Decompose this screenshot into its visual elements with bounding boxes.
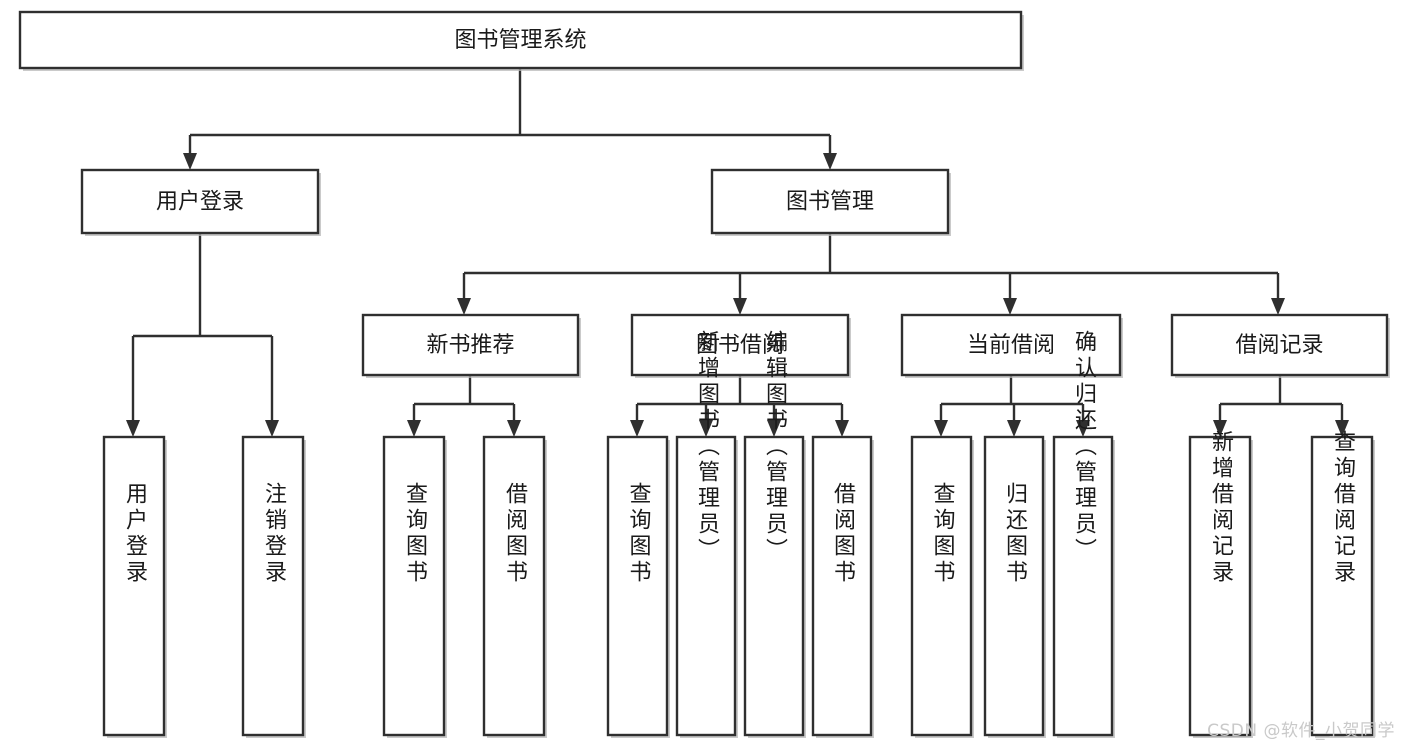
arrow-head-icon	[126, 420, 140, 437]
connector-book-borrow-to-leaves	[630, 375, 849, 437]
arrow-head-icon	[733, 298, 747, 315]
node-box-leaf-confirm-return[interactable]	[1052, 435, 1114, 737]
connector-borrow-record-to-leaves	[1213, 375, 1349, 437]
arrow-head-icon	[457, 298, 471, 315]
node-box-leaf-return-book[interactable]	[983, 435, 1045, 737]
node-box-book-borrow[interactable]	[630, 313, 850, 377]
arrow-head-icon	[183, 153, 197, 170]
node-leaf-borrow-book[interactable]: 借阅图书	[811, 435, 874, 738]
node-box-leaf-add-borrow-record[interactable]	[1188, 435, 1252, 737]
node-label-leaf-user-logout: 注销登录	[261, 482, 287, 586]
arrow-head-icon	[1271, 298, 1285, 315]
node-leaf-query-book-rec[interactable]: 查询图书	[382, 435, 447, 738]
arrow-head-icon	[1335, 420, 1349, 437]
node-book-borrow[interactable]: 图书借阅	[630, 313, 851, 378]
node-current-borrow[interactable]: 当前借阅	[900, 313, 1123, 378]
node-leaf-query-book-current[interactable]: 查询图书	[910, 435, 974, 738]
node-label-leaf-query-book-rec: 查询图书	[402, 482, 428, 586]
arrow-head-icon	[699, 420, 713, 437]
node-label-leaf-borrow-book: 借阅图书	[830, 482, 856, 586]
node-root[interactable]: 图书管理系统	[18, 10, 1024, 71]
node-leaf-borrow-book-rec[interactable]: 借阅图书	[482, 435, 547, 738]
node-label-leaf-query-borrow-record: 查询借阅记录	[1330, 430, 1356, 586]
node-label-user-login: 用户登录	[156, 190, 244, 215]
node-leaf-edit-book[interactable]: 编辑图书（管理员）	[743, 330, 806, 738]
connector-user-login-to-leaves	[126, 233, 279, 437]
node-book-manage[interactable]: 图书管理	[710, 168, 951, 236]
node-leaf-add-book[interactable]: 新增图书（管理员）	[675, 330, 738, 738]
connector-current-borrow-to-leaves	[934, 375, 1090, 437]
node-leaf-add-borrow-record[interactable]: 新增借阅记录	[1188, 430, 1253, 738]
arrow-head-icon	[767, 420, 781, 437]
node-borrow-record[interactable]: 借阅记录	[1170, 313, 1390, 378]
node-box-new-book-recommend[interactable]	[361, 313, 580, 377]
connector-new-book-recommend-to-leaves	[407, 375, 521, 437]
node-box-leaf-add-book[interactable]	[675, 435, 737, 737]
arrow-head-icon	[407, 420, 421, 437]
node-leaf-return-book[interactable]: 归还图书	[983, 435, 1046, 738]
node-label-leaf-add-book: 新增图书（管理员）	[694, 330, 720, 564]
node-box-leaf-query-book-current[interactable]	[910, 435, 973, 737]
node-label-leaf-borrow-book-rec: 借阅图书	[502, 482, 528, 586]
arrow-head-icon	[1213, 420, 1227, 437]
node-label-leaf-return-book: 归还图书	[1002, 482, 1028, 586]
node-leaf-query-book-borrow[interactable]: 查询图书	[606, 435, 670, 738]
node-label-borrow-record: 借阅记录	[1235, 333, 1323, 358]
arrow-head-icon	[507, 420, 521, 437]
node-box-user-login[interactable]	[80, 168, 320, 235]
arrow-head-icon	[630, 420, 644, 437]
node-box-leaf-user-logout[interactable]	[241, 435, 305, 737]
node-box-leaf-borrow-book-rec[interactable]	[482, 435, 546, 737]
arrow-head-icon	[835, 420, 849, 437]
node-label-book-borrow: 图书借阅	[696, 333, 784, 358]
node-box-leaf-query-book-borrow[interactable]	[606, 435, 669, 737]
node-label-new-book-recommend: 新书推荐	[426, 333, 514, 358]
arrow-head-icon	[1007, 420, 1021, 437]
node-label-leaf-query-book-borrow: 查询图书	[626, 482, 652, 586]
node-box-book-manage[interactable]	[710, 168, 950, 235]
node-label-leaf-add-borrow-record: 新增借阅记录	[1208, 430, 1234, 586]
connector-book-manage-to-level3	[457, 233, 1285, 315]
node-new-book-recommend[interactable]: 新书推荐	[361, 313, 581, 378]
arrow-head-icon	[934, 420, 948, 437]
node-label-leaf-user-login: 用户登录	[122, 482, 148, 586]
node-leaf-query-borrow-record[interactable]: 查询借阅记录	[1310, 430, 1375, 738]
node-user-login[interactable]: 用户登录	[80, 168, 321, 236]
node-box-leaf-query-borrow-record[interactable]	[1310, 435, 1374, 737]
arrow-head-icon	[823, 153, 837, 170]
node-box-borrow-record[interactable]	[1170, 313, 1389, 377]
arrow-head-icon	[1003, 298, 1017, 315]
node-leaf-confirm-return[interactable]: 确认归还（管理员）	[1052, 330, 1115, 738]
node-label-leaf-confirm-return: 确认归还（管理员）	[1071, 330, 1097, 564]
arrow-head-icon	[265, 420, 279, 437]
node-label-leaf-query-book-current: 查询图书	[930, 482, 956, 586]
arrow-head-icon	[1076, 420, 1090, 437]
node-box-leaf-user-login[interactable]	[102, 435, 166, 737]
csdn-watermark: CSDN @软件_小贺同学	[1207, 721, 1395, 741]
connector-root-to-level2	[183, 68, 837, 170]
node-leaf-user-logout[interactable]: 注销登录	[241, 435, 306, 738]
nodes-layer: 图书管理系统用户登录图书管理新书推荐图书借阅当前借阅借阅记录用户登录注销登录查询…	[18, 10, 1390, 738]
connectors-layer	[126, 68, 1349, 437]
node-box-leaf-edit-book[interactable]	[743, 435, 805, 737]
node-leaf-user-login[interactable]: 用户登录	[102, 435, 167, 738]
node-label-leaf-edit-book: 编辑图书（管理员）	[762, 330, 788, 564]
node-label-current-borrow: 当前借阅	[967, 333, 1055, 358]
node-box-leaf-borrow-book[interactable]	[811, 435, 873, 737]
node-label-book-manage: 图书管理	[786, 190, 874, 215]
node-box-current-borrow[interactable]	[900, 313, 1122, 377]
node-label-root: 图书管理系统	[454, 28, 586, 53]
node-box-leaf-query-book-rec[interactable]	[382, 435, 446, 737]
node-box-root[interactable]	[18, 10, 1023, 70]
